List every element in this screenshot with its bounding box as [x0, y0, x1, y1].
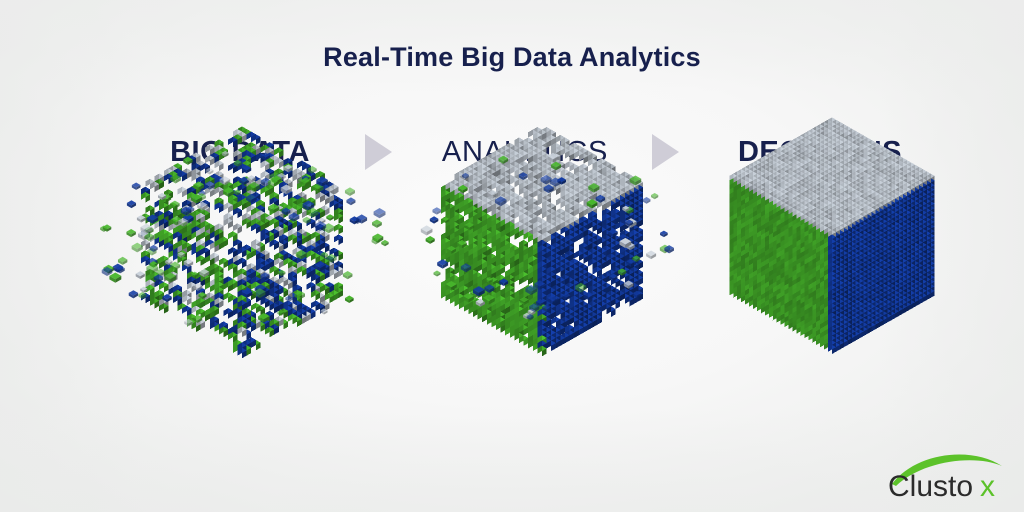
clustox-logo: Clusto x: [886, 444, 1012, 502]
voxel-cube-scattered: [92, 126, 392, 475]
voxel-cube-solid: [682, 117, 982, 475]
logo-swoosh-icon: [892, 454, 1002, 486]
arrow-right-icon-1: [365, 134, 392, 170]
page-title: Real-Time Big Data Analytics: [323, 42, 701, 72]
arrow-right-icon-2: [652, 134, 679, 170]
voxel-cube-partial: [392, 127, 692, 475]
logo-wordmark: Clusto: [888, 470, 973, 502]
logo-accent-letter: x: [980, 470, 995, 502]
